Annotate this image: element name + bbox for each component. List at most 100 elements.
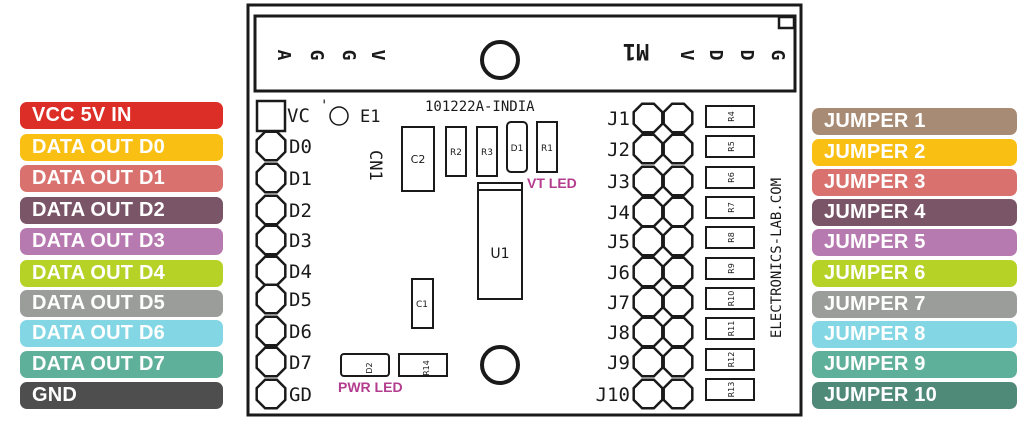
header-pin-d5 <box>255 283 287 315</box>
header-label-d2: D2 <box>289 200 312 222</box>
jumper-pin-b-2 <box>662 133 694 165</box>
header-label-d0: D0 <box>289 136 312 158</box>
header-pin-d0 <box>255 130 287 162</box>
resistor-label-r4: R4 <box>727 111 736 122</box>
e1-label: E1 <box>360 107 380 127</box>
resistor-r6 <box>705 166 755 189</box>
left-label-4: DATA OUT D3 <box>20 228 223 255</box>
motor-pin-3: V <box>367 50 388 61</box>
pwr-led-label: PWR LED <box>338 379 403 395</box>
jumper-pin-a-10 <box>632 378 664 410</box>
jumper-id-4: J4 <box>607 202 630 224</box>
header-pin-gd <box>255 378 287 410</box>
header-label-d4: D4 <box>289 261 312 283</box>
jumper-label-8: JUMPER 8 <box>812 321 1017 348</box>
jumper-pin-a-9 <box>632 346 664 378</box>
r2-label: R2 <box>450 148 462 158</box>
resistor-r7 <box>705 196 755 219</box>
connector-notch <box>777 15 796 30</box>
motor-pin-6: D <box>736 50 757 61</box>
r2-resistor <box>445 126 467 177</box>
header-label-gd: GD <box>289 384 312 406</box>
vc-pad <box>255 99 287 133</box>
jumper-label-3: JUMPER 3 <box>812 169 1017 196</box>
resistor-r4 <box>705 105 755 128</box>
header-pin-d2 <box>255 194 287 226</box>
motor-pin-2: G <box>338 50 359 61</box>
jumper-pin-b-6 <box>662 256 694 288</box>
resistor-label-r13: R13 <box>727 382 736 398</box>
header-pin-d3 <box>255 224 287 256</box>
jumper-pin-a-8 <box>632 316 664 348</box>
left-label-6: DATA OUT D5 <box>20 290 223 317</box>
left-label-0: VCC 5V IN <box>20 102 223 129</box>
motor-connector-label: M1 <box>623 38 650 63</box>
motor-pin-5: D <box>705 50 726 61</box>
jumper-pin-b-9 <box>662 346 694 378</box>
resistor-r9 <box>705 257 755 280</box>
left-label-8: DATA OUT D7 <box>20 351 223 378</box>
jumper-pin-a-6 <box>632 256 664 288</box>
jumper-pin-a-1 <box>632 102 664 134</box>
header-label-d3: D3 <box>289 230 312 252</box>
vc-tick: ' <box>320 98 328 114</box>
resistor-r8 <box>705 226 755 249</box>
jumper-label-5: JUMPER 5 <box>812 229 1017 256</box>
jumper-label-4: JUMPER 4 <box>812 199 1017 226</box>
resistor-label-r12: R12 <box>727 352 736 368</box>
header-label-d7: D7 <box>289 352 312 374</box>
r14-resistor <box>398 353 448 377</box>
left-label-1: DATA OUT D0 <box>20 134 223 161</box>
resistor-r5 <box>705 135 755 158</box>
jumper-pin-a-7 <box>632 286 664 318</box>
jumper-pin-a-2 <box>632 133 664 165</box>
jumper-id-9: J9 <box>607 352 630 374</box>
resistor-label-r9: R9 <box>727 263 736 274</box>
jumper-id-5: J5 <box>607 231 630 253</box>
motor-connector <box>253 14 797 93</box>
mounting-hole-top <box>480 40 520 80</box>
motor-pin-1: G <box>306 50 327 61</box>
u1-label: U1 <box>490 246 509 262</box>
jumper-pin-b-3 <box>662 165 694 197</box>
u1-chip <box>477 182 523 300</box>
motor-pin-7: G <box>767 50 788 61</box>
e1-pad <box>329 106 349 126</box>
header-label-d6: D6 <box>289 321 312 343</box>
jumper-pin-a-3 <box>632 165 664 197</box>
board-model: 101222A-INDIA <box>425 99 535 115</box>
d2-led <box>340 353 390 377</box>
left-label-5: DATA OUT D4 <box>20 260 223 287</box>
left-label-3: DATA OUT D2 <box>20 197 223 224</box>
jumper-id-10: J10 <box>596 384 630 406</box>
r1-label: R1 <box>541 144 553 154</box>
jumper-id-2: J2 <box>607 139 630 161</box>
resistor-r10 <box>705 287 755 310</box>
jumper-label-9: JUMPER 9 <box>812 351 1017 378</box>
motor-pin-0: A <box>273 50 294 61</box>
r1-resistor <box>536 121 558 173</box>
resistor-label-r5: R5 <box>727 141 736 152</box>
jumper-header-pins <box>632 102 694 410</box>
jumper-label-6: JUMPER 6 <box>812 260 1017 287</box>
header-label-d5: D5 <box>289 289 312 311</box>
motor-pin-4: V <box>676 50 697 61</box>
r3-label: R3 <box>481 148 493 158</box>
resistor-label-r8: R8 <box>727 232 736 243</box>
d2-label: D2 <box>365 362 374 373</box>
jumper-label-2: JUMPER 2 <box>812 139 1017 166</box>
jumper-id-8: J8 <box>607 322 630 344</box>
jumper-pin-a-5 <box>632 225 664 257</box>
vt-led-label: VT LED <box>527 175 577 191</box>
resistor-label-r11: R11 <box>727 321 736 337</box>
r14-label: R14 <box>422 360 431 376</box>
jumper-id-1: J1 <box>607 108 630 130</box>
header-pin-d7 <box>255 346 287 378</box>
jumper-label-1: JUMPER 1 <box>812 108 1017 135</box>
jumper-pin-b-10 <box>662 378 694 410</box>
